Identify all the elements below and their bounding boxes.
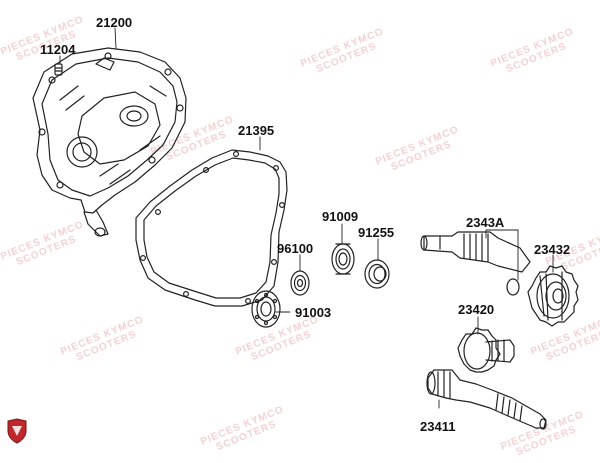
bearing-91009 — [331, 243, 355, 275]
parts-drawing — [32, 27, 579, 430]
gasket — [135, 149, 288, 307]
part-label-21395: 21395 — [238, 123, 275, 138]
bearing-91003 — [251, 290, 281, 328]
part-label-23411: 23411 — [420, 419, 456, 434]
part-label-91009: 91009 — [322, 209, 359, 224]
drive-shaft-23411 — [426, 369, 547, 430]
transmission-cover — [32, 47, 187, 237]
part-label-2343A: 2343A — [466, 215, 505, 230]
kymco-shield-logo-icon — [7, 418, 27, 444]
part-label-21200: 21200 — [96, 15, 133, 30]
part-label-23432: 23432 — [534, 242, 571, 257]
small-bolt — [54, 63, 63, 76]
part-label-11204: 11204 — [40, 42, 76, 57]
part-label-91003: 91003 — [295, 305, 332, 320]
shaft-2343A — [420, 231, 531, 273]
part-label-91255: 91255 — [358, 225, 395, 240]
gear-23420 — [457, 327, 515, 373]
part-label-96100: 96100 — [277, 241, 314, 256]
leader-lines — [59, 27, 554, 409]
part-label-23420: 23420 — [458, 302, 495, 317]
oil-seal-91255 — [364, 259, 390, 289]
circlip-ring — [506, 278, 520, 296]
gear-23432 — [527, 265, 579, 327]
bearing-96100 — [290, 270, 310, 296]
